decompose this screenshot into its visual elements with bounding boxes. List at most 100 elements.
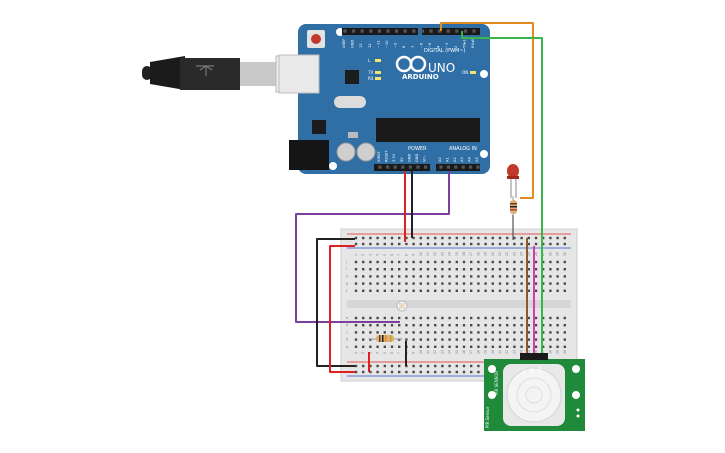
breadboard-hole[interactable]	[354, 324, 358, 327]
breadboard-hole[interactable]	[513, 331, 516, 334]
breadboard-hole[interactable]	[369, 331, 372, 334]
breadboard-hole[interactable]	[383, 260, 386, 264]
breadboard-hole[interactable]	[506, 260, 509, 264]
breadboard-hole[interactable]	[426, 331, 430, 334]
pin-socket[interactable]	[343, 29, 347, 33]
breadboard-hole[interactable]	[390, 242, 394, 246]
breadboard-hole[interactable]	[563, 345, 566, 348]
breadboard-hole[interactable]	[491, 275, 494, 278]
breadboard-hole[interactable]	[419, 289, 422, 292]
breadboard-hole[interactable]	[354, 316, 358, 320]
breadboard-hole[interactable]	[362, 331, 365, 334]
breadboard-hole[interactable]	[484, 345, 487, 348]
breadboard-hole[interactable]	[455, 316, 458, 320]
breadboard-hole[interactable]	[542, 242, 545, 246]
breadboard-hole[interactable]	[484, 331, 487, 334]
breadboard-hole[interactable]	[556, 345, 559, 348]
breadboard-hole[interactable]	[390, 345, 394, 348]
breadboard-hole[interactable]	[412, 338, 415, 341]
breadboard-hole[interactable]	[354, 338, 358, 341]
breadboard-hole[interactable]	[369, 364, 372, 368]
breadboard-hole[interactable]	[477, 316, 480, 320]
breadboard-hole[interactable]	[398, 289, 401, 292]
breadboard-hole[interactable]	[426, 324, 430, 327]
breadboard-hole[interactable]	[462, 331, 466, 334]
breadboard-hole[interactable]	[419, 331, 422, 334]
breadboard-hole[interactable]	[448, 282, 451, 285]
breadboard-hole[interactable]	[506, 242, 509, 246]
breadboard-hole[interactable]	[448, 242, 451, 246]
breadboard-hole[interactable]	[426, 338, 430, 341]
breadboard-hole[interactable]	[520, 236, 523, 240]
breadboard-hole[interactable]	[527, 316, 530, 320]
breadboard-hole[interactable]	[520, 275, 523, 278]
breadboard-hole[interactable]	[491, 260, 494, 264]
breadboard-hole[interactable]	[405, 331, 408, 334]
breadboard-hole[interactable]	[542, 275, 545, 278]
breadboard-hole[interactable]	[556, 331, 559, 334]
breadboard-hole[interactable]	[498, 338, 502, 341]
breadboard-hole[interactable]	[455, 268, 458, 271]
breadboard-hole[interactable]	[534, 289, 538, 292]
breadboard-hole[interactable]	[405, 242, 408, 246]
breadboard-hole[interactable]	[470, 282, 473, 285]
breadboard-hole[interactable]	[412, 331, 415, 334]
breadboard-hole[interactable]	[369, 324, 372, 327]
pin-socket[interactable]	[469, 165, 473, 169]
breadboard-hole[interactable]	[542, 338, 545, 341]
breadboard-hole[interactable]	[542, 282, 545, 285]
breadboard-hole[interactable]	[390, 331, 394, 334]
breadboard-hole[interactable]	[412, 282, 415, 285]
breadboard-hole[interactable]	[441, 268, 444, 271]
breadboard-hole[interactable]	[448, 338, 451, 341]
breadboard-hole[interactable]	[362, 316, 365, 320]
breadboard-hole[interactable]	[390, 316, 394, 320]
breadboard-hole[interactable]	[520, 338, 523, 341]
breadboard-hole[interactable]	[419, 242, 422, 246]
breadboard-hole[interactable]	[498, 275, 502, 278]
breadboard-hole[interactable]	[534, 338, 538, 341]
breadboard-hole[interactable]	[542, 324, 545, 327]
breadboard-hole[interactable]	[462, 316, 466, 320]
breadboard-hole[interactable]	[477, 370, 480, 374]
breadboard-hole[interactable]	[549, 260, 552, 264]
breadboard-hole[interactable]	[405, 289, 408, 292]
breadboard-hole[interactable]	[484, 275, 487, 278]
breadboard-hole[interactable]	[398, 370, 401, 374]
breadboard-hole[interactable]	[434, 289, 437, 292]
breadboard-hole[interactable]	[412, 324, 415, 327]
breadboard-hole[interactable]	[520, 268, 523, 271]
pin-socket[interactable]	[463, 29, 467, 33]
breadboard-hole[interactable]	[376, 282, 379, 285]
breadboard-hole[interactable]	[534, 316, 538, 320]
breadboard-hole[interactable]	[527, 331, 530, 334]
breadboard-hole[interactable]	[434, 236, 437, 240]
breadboard-hole[interactable]	[513, 324, 516, 327]
breadboard-hole[interactable]	[405, 316, 408, 320]
breadboard-hole[interactable]	[513, 316, 516, 320]
breadboard-hole[interactable]	[498, 268, 502, 271]
breadboard-hole[interactable]	[470, 324, 473, 327]
breadboard-hole[interactable]	[383, 331, 386, 334]
pin-socket[interactable]	[412, 29, 416, 33]
breadboard-hole[interactable]	[369, 345, 372, 348]
breadboard-hole[interactable]	[448, 316, 451, 320]
breadboard-hole[interactable]	[419, 236, 422, 240]
breadboard-hole[interactable]	[477, 338, 480, 341]
pin-socket[interactable]	[395, 29, 399, 33]
breadboard-hole[interactable]	[405, 338, 408, 341]
breadboard-hole[interactable]	[369, 289, 372, 292]
breadboard-hole[interactable]	[376, 275, 379, 278]
breadboard-hole[interactable]	[434, 364, 437, 368]
breadboard-hole[interactable]	[412, 260, 415, 264]
breadboard-hole[interactable]	[448, 331, 451, 334]
breadboard-hole[interactable]	[506, 316, 509, 320]
breadboard-hole[interactable]	[426, 316, 430, 320]
breadboard-hole[interactable]	[376, 289, 379, 292]
breadboard-hole[interactable]	[563, 282, 566, 285]
breadboard-hole[interactable]	[354, 282, 358, 285]
breadboard-hole[interactable]	[563, 242, 566, 246]
breadboard-hole[interactable]	[477, 236, 480, 240]
breadboard-hole[interactable]	[426, 236, 430, 240]
breadboard-hole[interactable]	[362, 338, 365, 341]
